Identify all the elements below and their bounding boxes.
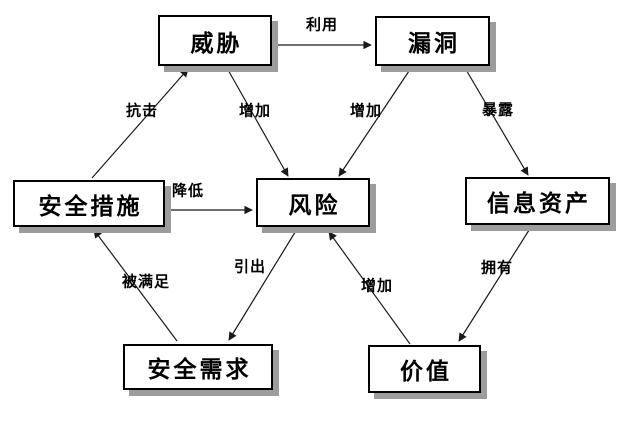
edge-label-own: 拥有 xyxy=(480,258,514,277)
edge-label-reduce: 降低 xyxy=(171,181,205,200)
edge-label-vulnerability-increase: 增加 xyxy=(349,101,383,120)
node-risk: 风险 xyxy=(256,178,370,227)
node-information-assets: 信息资产 xyxy=(465,177,610,225)
node-security-requirements: 安全需求 xyxy=(123,344,273,390)
edge-label-threat-increase: 增加 xyxy=(238,101,272,120)
edge-label-value-increase: 增加 xyxy=(360,276,394,295)
edge-vulnerability-increase-line xyxy=(338,67,412,177)
edge-resist-line xyxy=(91,68,189,179)
edge-label-resist: 抗击 xyxy=(125,101,159,120)
edge-expose-line xyxy=(464,67,529,176)
node-vulnerability: 漏洞 xyxy=(375,16,490,66)
edge-threat-increase-line xyxy=(226,67,289,177)
node-security-measures: 安全措施 xyxy=(13,180,165,227)
edge-own-line xyxy=(458,226,532,342)
edge-label-be-satisfied: 被满足 xyxy=(121,272,171,291)
edge-label-lead-to: 引出 xyxy=(233,257,267,276)
edge-label-expose: 暴露 xyxy=(481,100,515,119)
edge-be-satisfied-line xyxy=(93,229,178,342)
node-threat: 威胁 xyxy=(158,15,272,66)
edge-label-exploit: 利用 xyxy=(305,15,339,34)
edge-value-increase-line xyxy=(328,231,411,345)
node-value: 价值 xyxy=(368,345,481,393)
edge-lead-to-line xyxy=(228,228,298,341)
